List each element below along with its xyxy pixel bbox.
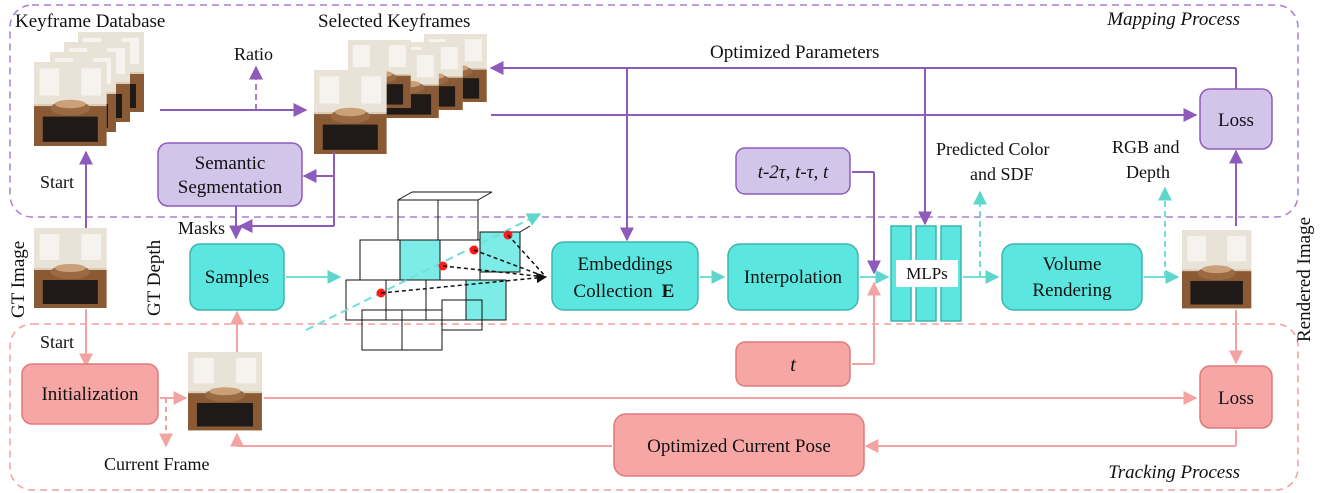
masks-label: Masks [178,218,225,238]
embeddings-symbol: E [662,281,675,302]
embeddings-collection-box [551,241,699,311]
predicted-color-line1: Predicted Color [936,139,1049,159]
mapping-region [9,4,1299,218]
keyframe-database-label: Keyframe Database [15,11,165,32]
volume-line2: Rendering [1032,280,1112,301]
keyframe-database-stack [34,32,144,146]
mapping-process-label: Mapping Process [1106,9,1240,30]
rendered-image [1182,230,1252,309]
time-single-label: t [790,354,796,376]
time-triplet-label: t-2τ, t-τ, t [758,162,829,183]
rgb-depth-line1: RGB and [1112,137,1180,157]
tracking-process-label: Tracking Process [1108,462,1240,483]
semantic-line1: Semantic [195,153,266,174]
loss-tracking-label: Loss [1218,388,1254,409]
start-top-label: Start [40,172,74,192]
gt-depth-label: GT Depth [144,239,165,316]
voxel-grid [345,191,531,351]
interpolation-label: Interpolation [744,267,843,288]
volume-rendering-box [1001,243,1143,311]
loss-mapping-box [1199,88,1273,150]
samples-box [189,243,285,311]
embeddings-line1: Embeddings [578,254,673,275]
mlps-block [890,225,962,322]
rgb-depth-line2: Depth [1126,162,1170,182]
ratio-label: Ratio [234,44,273,64]
interpolation-box [727,243,859,311]
loss-mapping-label: Loss [1218,110,1254,131]
optimized-current-pose-box [613,413,865,477]
selected-keyframes-stack [314,34,487,154]
time-single-box [735,341,851,387]
initialization-label: Initialization [41,384,139,405]
embeddings-line2: Collection [573,281,653,302]
current-frame-label: Current Frame [104,454,209,474]
gt-image-label: GT Image [8,241,29,318]
start-bottom-label: Start [40,332,74,352]
optimized-parameters-label: Optimized Parameters [710,42,879,63]
tracking-region [9,323,1299,491]
time-triplet-box [735,147,851,195]
loss-tracking-box [1199,365,1273,429]
semantic-segmentation-box [157,142,303,207]
gt-image [34,228,107,308]
semantic-line2: Segmentation [178,177,283,198]
samples-label: Samples [205,267,269,288]
optimized-current-pose-label: Optimized Current Pose [647,436,831,457]
selected-keyframes-label: Selected Keyframes [318,11,470,32]
predicted-color-line2: and SDF [970,164,1034,184]
rendered-image-label: Rendered Image [1294,217,1315,342]
mlps-label: MLPs [906,264,948,283]
current-frame-image [188,352,262,431]
volume-line1: Volume [1043,254,1102,275]
initialization-box [21,363,159,425]
